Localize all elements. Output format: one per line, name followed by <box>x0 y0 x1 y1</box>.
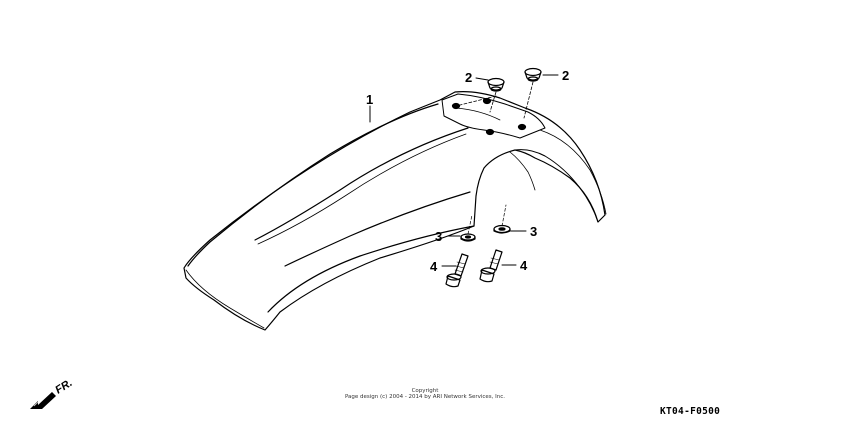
callout-washer-right: 3 <box>530 224 537 239</box>
washer-left-alignment-line <box>467 214 473 235</box>
bolt-right[interactable] <box>479 249 503 283</box>
washer-right[interactable] <box>493 224 511 234</box>
callout-bolt-left: 4 <box>430 259 438 274</box>
copyright-title: Copyright <box>411 388 439 394</box>
washer-right-alignment-line <box>501 204 507 227</box>
callout-grommet-left: 2 <box>465 70 472 85</box>
copyright-text: Page design (c) 2004 - 2014 by ARI Netwo… <box>344 394 506 400</box>
diagram-code: KT04-F0500 <box>660 406 721 417</box>
callout-fender: 1 <box>366 92 373 107</box>
grommet-left-leader <box>475 77 489 81</box>
washer-left[interactable] <box>460 233 476 242</box>
front-direction-arrow-icon <box>30 390 56 409</box>
grommet-left[interactable] <box>487 77 505 113</box>
callout-bolt-right: 4 <box>520 258 528 273</box>
front-direction-label: FR. <box>53 377 74 397</box>
bolt-left[interactable] <box>445 253 469 288</box>
front-fender[interactable] <box>183 91 607 331</box>
copyright-notice: Copyright Page design (c) 2004 - 2014 by… <box>300 388 550 400</box>
callout-grommet-right: 2 <box>562 68 569 83</box>
grommet-right[interactable] <box>455 67 542 119</box>
callout-washer-left: 3 <box>435 229 442 244</box>
